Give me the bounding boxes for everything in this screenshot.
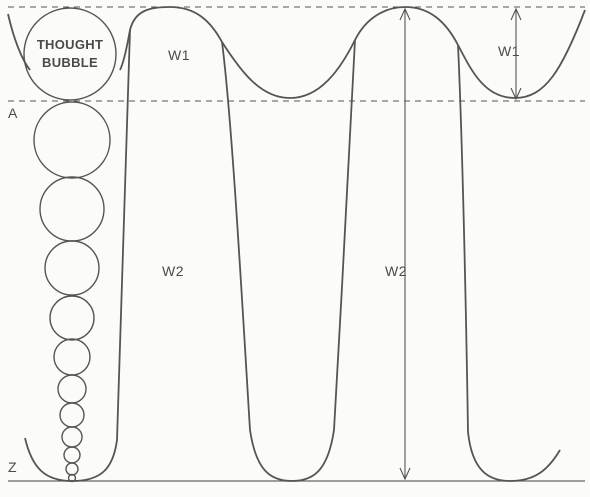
bubble-5 — [53, 338, 91, 376]
bubble-1 — [33, 101, 111, 179]
z-label: Z — [8, 459, 17, 475]
w2-arrow-bottom — [399, 467, 411, 481]
w1-label-top: W1 — [168, 47, 190, 63]
bubble-2 — [39, 176, 105, 242]
w2-label-left: W2 — [162, 263, 184, 279]
bubble-11 — [67, 473, 77, 483]
w1-arrow-top — [510, 7, 522, 21]
bubble-4 — [49, 295, 95, 341]
thought-bubble-circle — [23, 7, 117, 101]
wave-left-descent — [24, 29, 131, 482]
bubble-3 — [44, 240, 100, 296]
bubble-7 — [59, 402, 85, 428]
bubble-6 — [57, 374, 87, 404]
bubble-9 — [63, 446, 81, 464]
bubble-8 — [61, 426, 83, 448]
thought-bubble-label-2: BUBBLE — [42, 55, 98, 70]
w1-label-right: W1 — [498, 43, 520, 59]
thought-bubble-label-1: THOUGHT — [37, 37, 103, 52]
wave-first-trough — [221, 39, 356, 482]
w2-label-middle: W2 — [385, 263, 407, 279]
a-label: A — [8, 105, 18, 121]
w1-arrow-bottom — [510, 87, 522, 101]
wave-curve — [7, 6, 586, 99]
w2-arrow-top — [399, 7, 411, 21]
wave-second-trough — [457, 44, 561, 482]
bubble-10 — [65, 462, 79, 476]
bubble-chain — [33, 101, 111, 483]
